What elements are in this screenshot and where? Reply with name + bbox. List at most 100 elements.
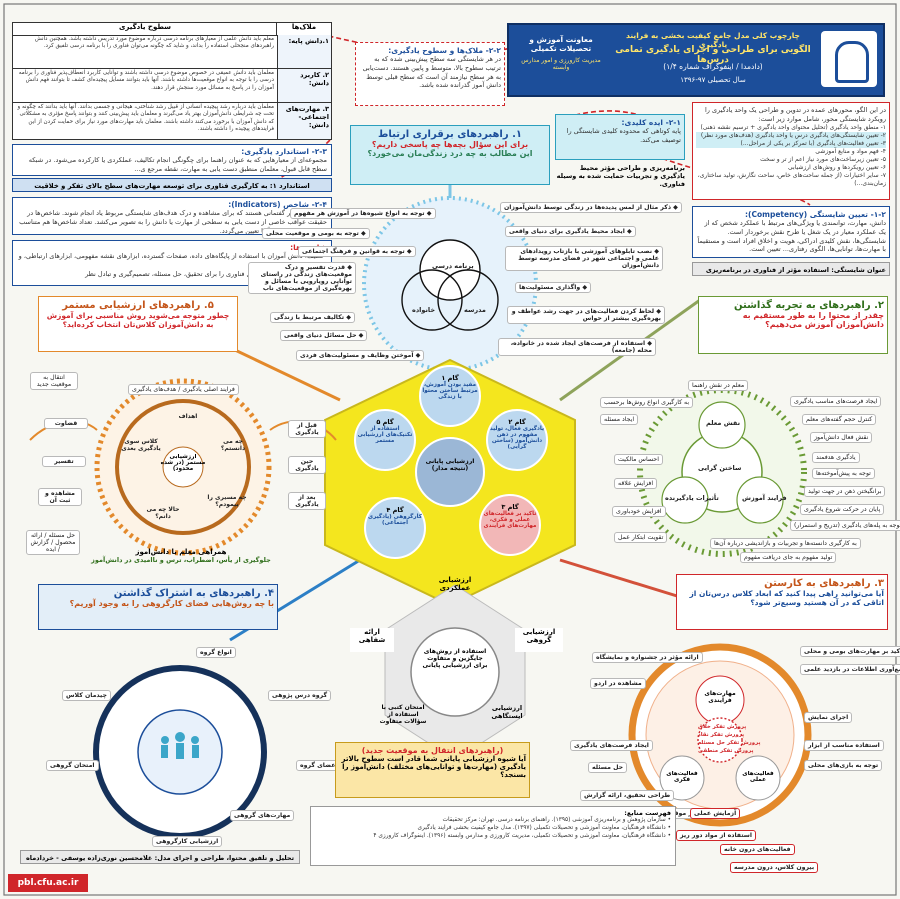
- hex-step-title: گام ۵: [376, 418, 394, 426]
- box-1-2-text: دانش، مهارت، توانمندی یا ویژگی‌های مرتبط…: [697, 219, 886, 254]
- levels-row-text: معلمان باید درباره رشد پیچیده انسانی از …: [17, 104, 275, 132]
- section3-item: جمع‌آوری اطلاعات در بازدید علمی: [800, 664, 900, 675]
- section3-bottom-item: بیرون کلاس، درون مدرسه: [730, 862, 819, 873]
- section5-arc-label: فرایند اصلی یادگیری / هدف‌های یادگیری: [128, 384, 239, 395]
- connector-section5: [234, 348, 341, 402]
- hex-step-title: گام ۴: [386, 506, 404, 514]
- levels-row-label: ۲. کاربرد دانش:: [277, 69, 331, 103]
- section5-right-label: حین یادگیری: [288, 456, 326, 474]
- section2-item: ایجاد فرصت‌های مناسب یادگیری: [790, 396, 882, 407]
- section2-item: توجه به پله‌های یادگیری (تدریج و استمرار…: [790, 520, 900, 531]
- box-2-1-title: ۲-۱- ایده کلیدی:: [621, 118, 681, 127]
- section3-bottom-item: استفاده از مواد دور ریز: [676, 830, 756, 841]
- section2-ring-label: ساختن گرایی: [698, 464, 742, 472]
- section5-left-label: قضاوت: [44, 418, 88, 429]
- header-line1: چارچوب کلی مدل جامع کیفیت بخشی به فرایند…: [626, 31, 800, 49]
- venn-label-curriculum: برنامه درسی: [432, 262, 474, 270]
- section2-item: برانگیختن ذهن در جهت تولید: [804, 486, 886, 497]
- section1-title: ۱. راهبردهای برقراری ارتباط: [377, 129, 522, 140]
- section2-item: کنترل حجم گفته‌های معلم: [802, 414, 877, 425]
- section3-item: استفاده مناسب از ابزار: [804, 740, 884, 751]
- watermark[interactable]: pbl.cfu.ac.ir: [8, 874, 88, 892]
- section1-right-item: ◆ ذکر مثال از لمس پدیده‌ها در زندگی توسط…: [500, 202, 682, 213]
- hex-step5-circle: [354, 409, 416, 471]
- section3-item: تاکید بر مهارت‌های بومی و محلی: [800, 646, 900, 657]
- section1-left-item: ◆ توجه به انواع شیوه‌ها در آموزش هر مفهو…: [290, 208, 436, 219]
- section4-item: انواع گروه: [196, 647, 236, 658]
- section4-item: مهارت‌های گروهی: [230, 810, 295, 821]
- eval-top: ارزشیابی عملکردی: [438, 576, 472, 592]
- section1-right-item: ◆ استفاده از فرصت‌های ایجاد شده در خانوا…: [498, 338, 656, 356]
- section2-left-item: افزایش علاقه: [614, 478, 658, 489]
- section2-item: ایجاد مسئله: [600, 414, 639, 425]
- university-logo-icon: [821, 31, 877, 87]
- hex-step4-circle: [364, 497, 426, 559]
- section2-item: پایان در حرکت شروع یادگیری: [800, 504, 885, 515]
- section3-bottom-item: فعالیت‌های درون خانه: [720, 844, 795, 855]
- eval-written: امتحان کتبی با استفاده از سؤالات متفاوت: [379, 704, 427, 725]
- hex-center-circle: [415, 437, 485, 507]
- section5-right-label: قبل از یادگیری: [288, 420, 326, 438]
- section1-left-item: ◆ حل مسائل دنیای واقعی: [280, 330, 368, 341]
- header-subtitle: (دادمدا / اینفوگراف شماره ۱/۴): [663, 62, 763, 71]
- sources-box: فهرست منابع: • سازمان پژوهش و برنامه‌ریز…: [310, 806, 676, 866]
- group-work-icon: [161, 732, 199, 759]
- indicator-example-2: •تلفیق دانش آموزان ابزارهای فناوری را بر…: [85, 269, 327, 278]
- section1-right-item: ◆ ایجاد محیط یادگیری برای دنیای واقعی: [505, 226, 636, 237]
- intro-panel: در این الگو، محورهای عمده در تدوین و طرا…: [692, 102, 890, 200]
- section2-learner: [661, 476, 709, 524]
- section5-left-label: مشاهده و ثبت آن: [38, 488, 82, 506]
- section3-title: ۳. راهبردهای به کارستن: [764, 578, 884, 589]
- section5-inner-ring: [115, 399, 251, 535]
- section4-item: امتحان گروهی: [46, 760, 99, 771]
- section3-item: اجرای نمایش: [804, 712, 853, 723]
- box-2-4-title: ۲-۴- شاخص (Indicators):: [228, 200, 327, 209]
- section3-header: ۳. راهبردهای به کارستن آیا می‌توانید راه…: [676, 574, 888, 630]
- section4-title: ۴. راهبردهای به اشتراک گذاشتن: [113, 588, 274, 599]
- section1-question2: این مطالب به چه درد زندگی‌مان می‌خورد؟: [367, 149, 533, 158]
- section2-item: نقش فعال دانش‌آموز: [810, 432, 873, 443]
- section3-item: حل مسئله: [588, 762, 628, 773]
- section3-item: ایجاد فرصت‌های یادگیری: [570, 740, 653, 751]
- intro-item: ۶- تعیین رویکردها و روش‌های ارزشیابی: [788, 164, 886, 171]
- section5-cycle-step: چه مسیری را پیمودم؟: [207, 494, 247, 508]
- section5-right-label: بعد از یادگیری: [288, 492, 326, 510]
- section2-ring-label: نقش معلم: [706, 419, 741, 427]
- levels-table: ملاک‌ها سطوح یادگیری ۱.دانش پایه:معلم با…: [12, 22, 332, 140]
- intro-item: ۳- تعیین فعالیت‌های یادگیری (با تمرکز بر…: [696, 139, 886, 148]
- section4-item: چیدمان کلاس: [62, 690, 111, 701]
- section5-question: چطور متوجه می‌شوید روش مناسبی برای آموزش…: [46, 311, 230, 329]
- section2-header: ۲. راهبردهای به تجربه گذاشتن چقدر از محت…: [698, 296, 888, 354]
- section1-left-item: ◆ توجه به بومی و موقعیت محلی: [262, 228, 370, 239]
- section5-footer2: جلوگیری از یأس، اضطراب، ترس و ناامیدی در…: [91, 556, 271, 564]
- section5-center-label: ارزشیابی مستمر (در شده محدود): [160, 454, 206, 472]
- transfer-box: (راهبردهای انتقال به موقعیت جدید) آیا شی…: [335, 742, 530, 798]
- section2-left-item: افزایش خودباوری: [612, 506, 666, 517]
- source-item: • دانشگاه فرهنگیان، معاونت آموزشی و تحصی…: [417, 824, 671, 831]
- section2-title: ۲. راهبردهای به تجربه گذاشتن: [734, 300, 884, 311]
- section3-red-item: پرورش تفکر حل مسئله: [698, 740, 761, 746]
- levels-row-text: معلم باید دانش علمی از معیارهای برنامه د…: [13, 35, 277, 69]
- box-key-idea: ۲-۱- ایده کلیدی: پایه کوتاهی که محدوده ک…: [555, 114, 685, 160]
- section3-red-circle: [697, 717, 743, 763]
- dashed-link-mid: [559, 110, 661, 126]
- section5-footer: همراهی معلم با دانش‌آموز جلوگیری از یأس،…: [56, 548, 306, 570]
- section1-right-item: ◆ نصب تابلوهای آموزشی با بازتاب رویدادها…: [505, 246, 663, 271]
- box-1-2-title: ۱-۲- تعیین شایستگی (Competency):: [745, 210, 886, 219]
- section3-item: مشاهده در اردو: [590, 678, 646, 689]
- standard-bar: استاندارد ۱: به کارگیری فناوری برای توسع…: [12, 178, 332, 192]
- section5-title: ۵. راهبردهای ارزشیابی مستمر: [62, 300, 214, 311]
- transfer-text: آیا شیوه ارزشیابی پایانی شما قادر است سط…: [341, 755, 527, 779]
- evaluation-center: [410, 627, 500, 717]
- section5-problem-solving: حل مسئله / ارائه محصول / گزارش / ایده: [26, 530, 80, 555]
- eval-center: استفاده از روش‌های جایگزین و متفاوت برای…: [422, 648, 488, 669]
- section2-left-item: احساس مالکیت: [614, 454, 663, 465]
- header-year: سال تحصیلی ۹۷-۱۳۹۶: [680, 76, 746, 84]
- section3-practical-circle: [735, 755, 781, 801]
- section3-red-item: پرورش تفکر منطقی: [698, 748, 754, 754]
- section1-right-item: ◆ واگذاری مسئولیت‌ها: [515, 282, 592, 293]
